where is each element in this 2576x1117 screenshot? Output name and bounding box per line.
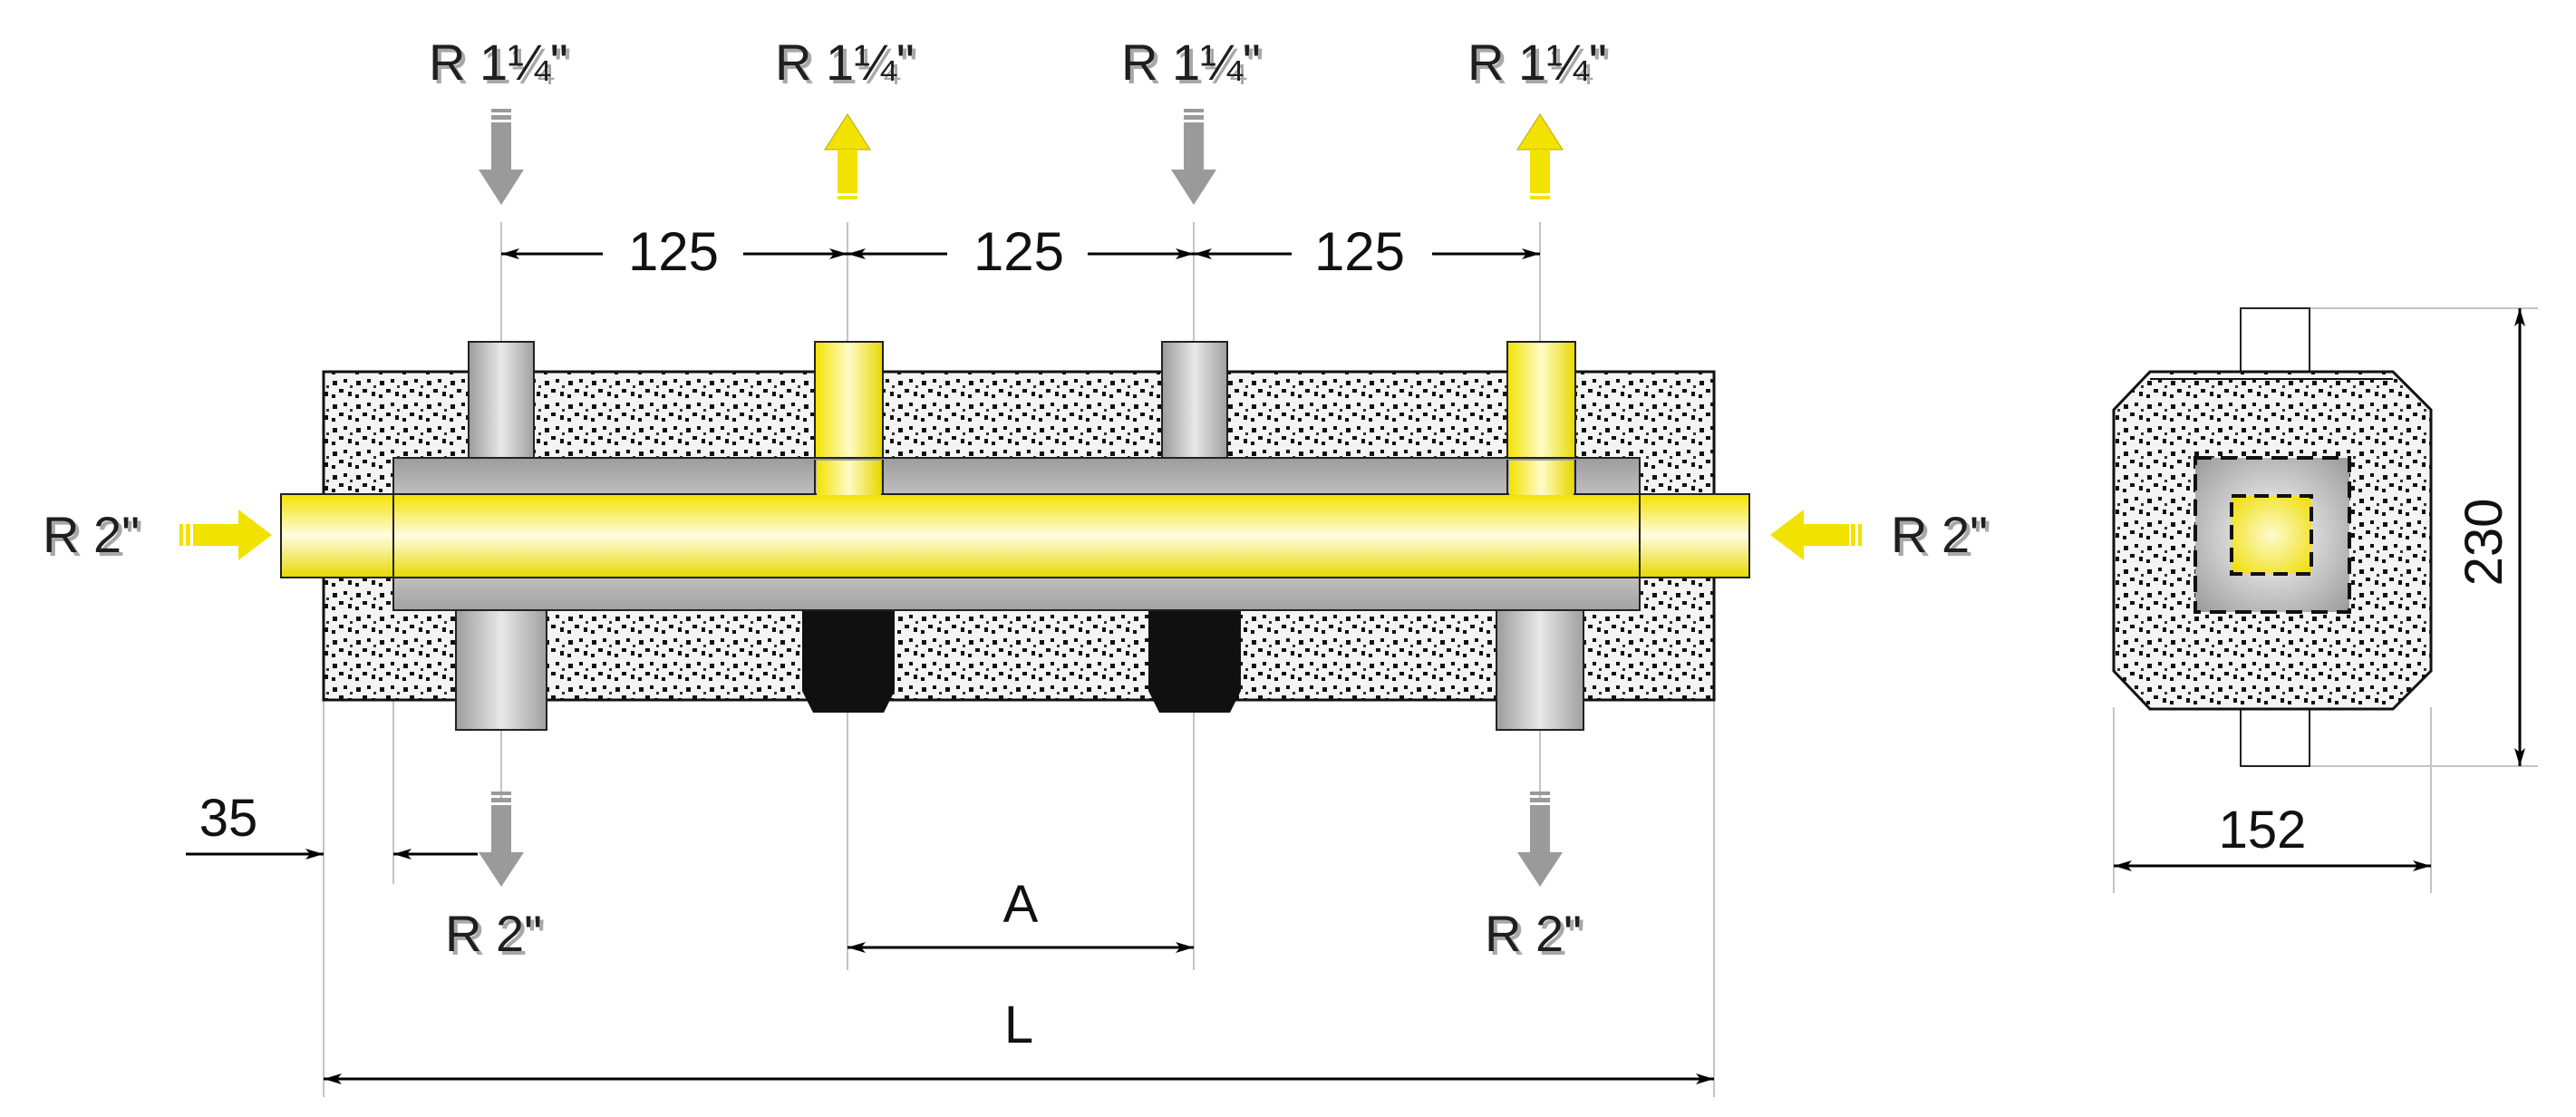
svg-text:R 2": R 2"	[43, 506, 140, 563]
svg-text:R 1¼": R 1¼"	[1471, 37, 1611, 94]
svg-text:125: 125	[973, 221, 1064, 282]
manifold-section-view	[2112, 307, 2433, 767]
svg-text:A: A	[1003, 875, 1039, 934]
inlet-arrow-left	[179, 510, 272, 560]
inlet-label-right: R 2" R 2"	[1891, 506, 1991, 567]
top-stub-gray-2	[1161, 341, 1228, 461]
support-right	[1148, 606, 1241, 713]
section-top-stub	[2240, 307, 2310, 382]
spacing-dimension-1: 125	[501, 221, 847, 282]
svg-text:35: 35	[199, 789, 258, 848]
arrow-down-gray-bottom-right	[1517, 792, 1563, 887]
arrow-down-gray-bottom-left	[479, 792, 524, 887]
svg-text:230: 230	[2455, 499, 2513, 587]
svg-text:152: 152	[2219, 801, 2307, 860]
support-spacing-dimension: A	[847, 875, 1194, 953]
section-height-dimension: 230	[2455, 308, 2525, 766]
arrow-down-gray-1	[479, 109, 524, 205]
svg-text:R 1¼": R 1¼"	[432, 37, 572, 94]
inlet-label-left: R 2" R 2"	[43, 506, 143, 567]
bottom-port-label-left: R 2" R 2"	[445, 905, 546, 966]
svg-text:125: 125	[1314, 221, 1405, 282]
top-stub-gray-1	[468, 341, 535, 461]
svg-text:R 1¼": R 1¼"	[1125, 37, 1264, 94]
svg-text:R 1¼": R 1¼"	[775, 34, 915, 91]
svg-text:R 2": R 2"	[1891, 506, 1988, 563]
bottom-stub-gray-left	[455, 605, 547, 731]
overall-length-dimension: L	[324, 996, 1714, 1084]
svg-text:R 2": R 2"	[1488, 908, 1585, 966]
bottom-port-label-right: R 2" R 2"	[1485, 905, 1585, 966]
arrow-up-yellow-2	[1516, 113, 1564, 199]
section-width-dimension: 152	[2114, 801, 2431, 871]
manifold-side-view	[280, 341, 1750, 731]
svg-text:R 1¼": R 1¼"	[1121, 34, 1261, 91]
top-port-label-1: R 1¼" R 1¼"	[429, 34, 572, 94]
arrow-up-yellow-1	[824, 113, 871, 199]
supply-pipe-yellow	[280, 493, 1750, 578]
svg-text:R 1¼": R 1¼"	[429, 34, 568, 91]
top-port-label-3: R 1¼" R 1¼"	[1121, 34, 1264, 94]
inlet-arrow-right	[1770, 510, 1862, 560]
end-offset-dimension: 35	[186, 789, 478, 860]
support-left	[802, 606, 895, 713]
svg-text:R 2": R 2"	[1894, 510, 1991, 567]
top-port-label-4: R 1¼" R 1¼"	[1467, 34, 1611, 94]
svg-text:L: L	[1004, 996, 1033, 1054]
svg-text:R 2": R 2"	[46, 510, 143, 567]
svg-text:125: 125	[628, 221, 719, 282]
svg-text:R 1¼": R 1¼"	[779, 37, 918, 94]
svg-text:R 2": R 2"	[445, 905, 542, 962]
top-port-label-2: R 1¼" R 1¼"	[775, 34, 918, 94]
bottom-stub-gray-right	[1496, 605, 1584, 731]
svg-text:R 2": R 2"	[449, 908, 546, 966]
svg-text:R 2": R 2"	[1485, 905, 1582, 962]
section-yellow-pipe	[2230, 494, 2313, 576]
arrow-down-gray-2	[1171, 109, 1216, 205]
svg-text:R 1¼": R 1¼"	[1467, 34, 1607, 91]
spacing-dimension-2: 125	[847, 221, 1194, 282]
spacing-dimension-3: 125	[1194, 221, 1540, 282]
